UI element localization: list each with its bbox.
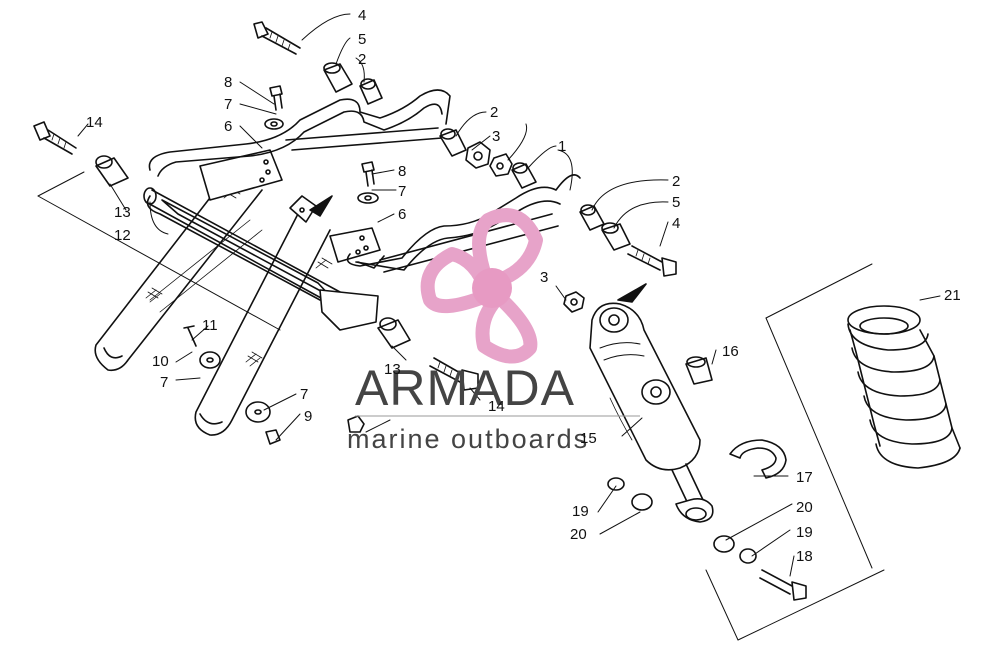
callout-6: 6 — [224, 118, 232, 135]
callout-3: 3 — [492, 128, 500, 145]
callout-8: 8 — [224, 74, 232, 91]
rear-arm-frame — [94, 171, 333, 436]
callout-4: 4 — [672, 215, 680, 232]
watermark-brand: ARMADA — [355, 360, 575, 416]
callout-1: 1 — [558, 138, 566, 155]
callout-6: 6 — [398, 206, 406, 223]
callout-4: 4 — [358, 7, 366, 24]
mounting-bracket-plates — [199, 149, 381, 263]
bolt-4-right — [627, 245, 677, 277]
callout-19: 19 — [796, 524, 813, 541]
callout-12: 12 — [114, 227, 131, 244]
spring-retainer-clip — [729, 439, 787, 479]
callout-14: 14 — [488, 398, 505, 415]
callout-10: 10 — [152, 353, 169, 370]
armada-watermark: ARMADA marine outboards — [347, 208, 640, 454]
washers — [199, 118, 757, 564]
callout-14: 14 — [86, 114, 103, 131]
cross-shaft — [143, 187, 379, 331]
callout-18: 18 — [796, 548, 813, 565]
bolt-14-lower — [429, 357, 479, 391]
watermark-tagline: marine outboards — [347, 424, 589, 454]
bolts-8 — [183, 85, 375, 347]
bolt-18 — [759, 569, 807, 601]
propeller-logo-icon — [420, 208, 543, 364]
callout-13: 13 — [114, 204, 131, 221]
callout-labels: 4 5 2 8 7 6 14 2 3 1 8 7 6 2 5 4 13 12 3… — [86, 7, 961, 565]
callout-19: 19 — [572, 503, 589, 520]
callout-7: 7 — [160, 374, 168, 391]
callout-2: 2 — [358, 51, 366, 68]
leader-lines — [77, 13, 941, 577]
bolt-14-left — [33, 121, 77, 155]
callout-7: 7 — [398, 183, 406, 200]
bushings — [95, 62, 713, 385]
callout-16: 16 — [722, 343, 739, 360]
nuts — [265, 141, 585, 445]
callout-5: 5 — [358, 31, 366, 48]
callout-15: 15 — [580, 430, 597, 447]
callout-17: 17 — [796, 469, 813, 486]
callout-2: 2 — [672, 173, 680, 190]
callout-21: 21 — [944, 287, 961, 304]
callout-7: 7 — [224, 96, 232, 113]
callout-2: 2 — [490, 104, 498, 121]
callout-13: 13 — [384, 361, 401, 378]
callout-11: 11 — [202, 317, 218, 334]
direction-arrows — [309, 195, 647, 303]
callout-3: 3 — [540, 269, 548, 286]
callout-5: 5 — [672, 194, 680, 211]
callout-20: 20 — [796, 499, 813, 516]
callout-20: 20 — [570, 526, 587, 543]
coil-spring — [847, 305, 961, 469]
shock-absorber — [589, 302, 714, 523]
bolt-4-top — [253, 21, 301, 55]
callout-9: 9 — [304, 408, 312, 425]
callout-8: 8 — [398, 163, 406, 180]
assembly-boundary-lines — [37, 171, 885, 641]
callout-7: 7 — [300, 386, 308, 403]
